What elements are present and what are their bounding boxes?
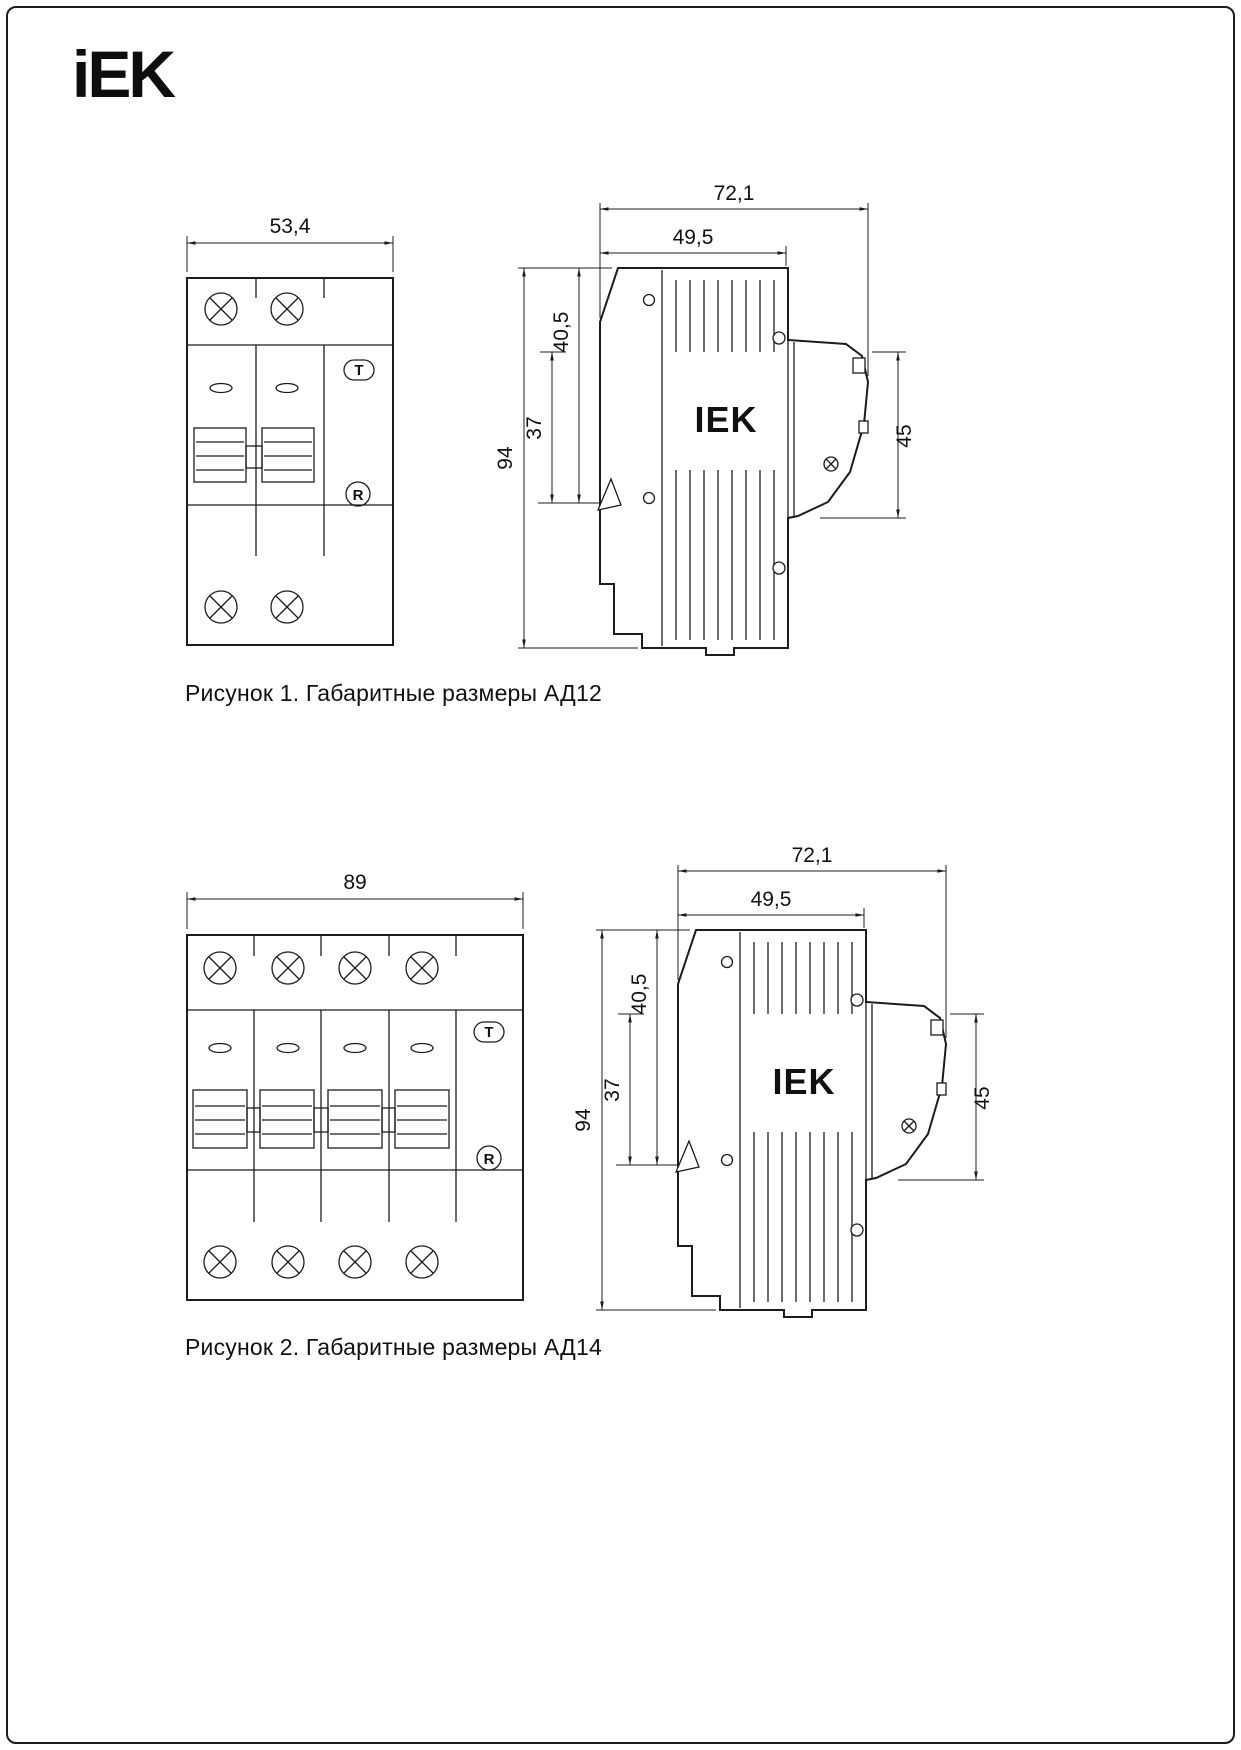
fig2-side-body-outline [677, 929, 948, 1318]
fig2-front-indicator-slots [208, 1042, 434, 1054]
fig2-front-width-dimension: 89 [186, 871, 524, 929]
fig1-front-reset-letter: R [353, 487, 364, 504]
fig2-front-terminal-screws-top [203, 951, 439, 985]
fig1-front-terminal-screws-bottom [204, 590, 304, 624]
fig1-side-dim-a-label: 40,5 [550, 312, 573, 353]
fig2-front-reset-button: R [476, 1145, 502, 1171]
fig1-front-reset-button: R [345, 481, 371, 507]
fig2-front-test-button: T [473, 1021, 505, 1043]
fig1-side-height-dimensions: 94 40,5 37 [494, 267, 638, 649]
fig1-side-body-depth-label: 49,5 [673, 226, 714, 249]
fig2-side-body-depth-label: 49,5 [751, 888, 792, 911]
fig2-side-din-clip-arrow [674, 1139, 700, 1173]
fig1-side-ribs-bottom [675, 470, 775, 640]
fig1-front-body [186, 277, 394, 646]
fig2-side-dim-a-label: 40,5 [628, 974, 651, 1015]
figure2-caption: Рисунок 2. Габаритные размеры АД14 [185, 1334, 602, 1360]
fig2-side-ribs-bottom [753, 1132, 853, 1302]
figure1-caption: Рисунок 1. Габаритные размеры АД12 [185, 680, 602, 706]
fig1-side-din-dimension: 45 [820, 351, 916, 519]
fig1-front-width-label: 53,4 [270, 215, 311, 238]
fig1-side-din-clip-arrow [596, 477, 622, 511]
fig2-side-ribs-top [753, 942, 853, 1014]
fig1-front-view: 53,4 [186, 215, 394, 646]
fig2-side-view: 72,1 49,5 94 40,5 37 [572, 844, 994, 1318]
fig2-side-height-label: 94 [572, 1108, 595, 1132]
iek-logo: iEK [72, 37, 176, 111]
fig2-side-dim-b-label: 37 [601, 1078, 624, 1101]
fig2-front-terminal-screws-bottom [203, 1245, 439, 1279]
fig2-side-details [674, 955, 947, 1237]
fig1-front-indicator-slots [209, 382, 299, 394]
fig2-front-width-label: 89 [343, 871, 366, 894]
fig2-front-test-letter: T [484, 1024, 493, 1041]
fig2-front-reset-letter: R [484, 1151, 495, 1168]
fig2-side-brand-text: IEK [772, 1061, 835, 1102]
fig2-side-din-dimension: 45 [898, 1013, 994, 1181]
fig2-front-body [186, 934, 524, 1301]
fig1-side-view: 72,1 49,5 94 40,5 37 [494, 182, 916, 656]
fig1-side-height-label: 94 [494, 446, 517, 470]
fig1-front-width-dimension: 53,4 [186, 215, 394, 272]
fig2-side-overall-depth-label: 72,1 [792, 844, 833, 867]
fig1-front-test-letter: T [354, 362, 363, 379]
fig1-side-dim-b-label: 37 [523, 416, 546, 439]
fig1-side-depth-dimensions: 72,1 49,5 [599, 182, 869, 376]
fig1-front-terminal-screws-top [204, 292, 304, 326]
fig2-front-toggle-handles [192, 1089, 450, 1149]
fig2-front-view: 89 [186, 871, 524, 1301]
fig1-side-overall-depth-label: 72,1 [714, 182, 755, 205]
fig1-side-din-label: 45 [893, 424, 916, 447]
fig1-side-details [596, 293, 869, 575]
fig2-side-height-dimensions: 94 40,5 37 [572, 929, 716, 1311]
fig1-side-brand-text: IEK [694, 399, 757, 440]
fig1-side-body-outline [599, 267, 870, 656]
fig1-front-test-button: T [343, 359, 375, 381]
fig1-side-ribs-top [675, 280, 775, 352]
fig2-side-din-label: 45 [971, 1086, 994, 1109]
fig2-side-depth-dimensions: 72,1 49,5 [677, 844, 947, 1038]
fig1-front-toggle-handles [193, 427, 315, 483]
